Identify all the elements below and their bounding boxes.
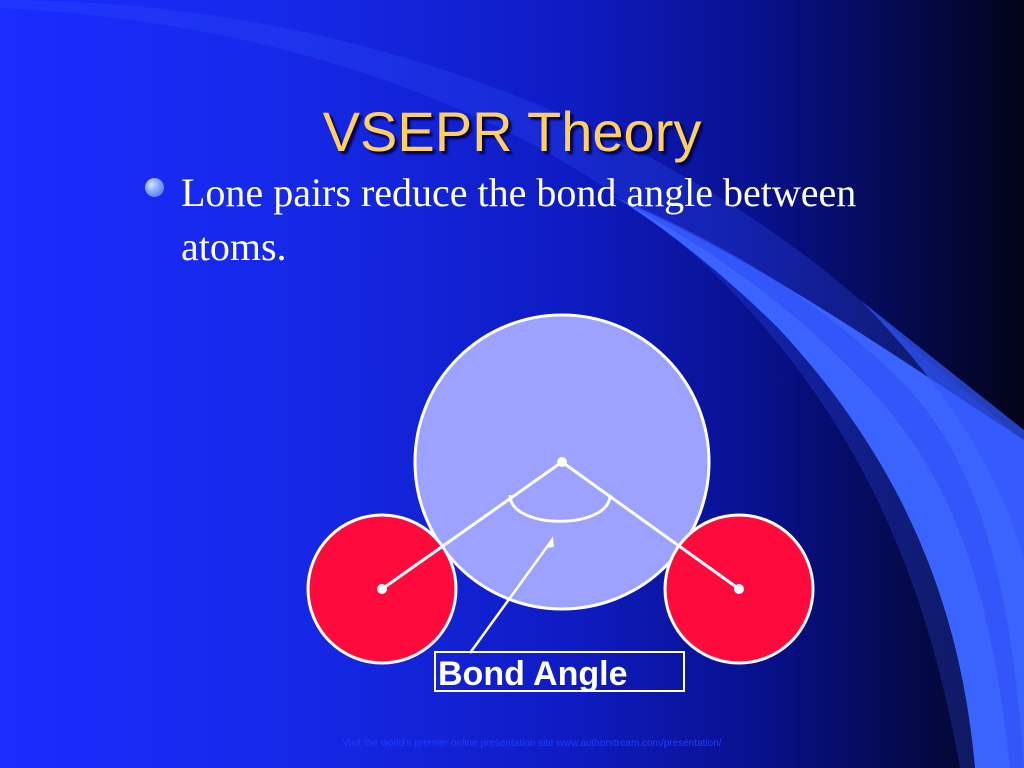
right-bond-line — [561, 460, 740, 591]
bond-angle-arc — [508, 494, 612, 523]
footer-text: Visit the world's premier online present… — [342, 738, 722, 749]
bond-angle-label: Bond Angle — [438, 655, 628, 693]
round-bullet-icon — [145, 178, 164, 197]
left-nucleus-dot — [377, 584, 387, 594]
pointer-arrow-line — [468, 539, 554, 654]
left-bond-line — [381, 460, 563, 591]
pointer-arrow-head — [546, 536, 554, 548]
bullet-text: Lone pairs reduce the bond angle between… — [181, 170, 857, 269]
central-nucleus-dot — [557, 457, 567, 467]
slide-title: VSEPR Theory — [322, 100, 702, 163]
right-nucleus-dot — [734, 584, 744, 594]
bond-angle-label-box: Bond Angle — [434, 651, 685, 693]
